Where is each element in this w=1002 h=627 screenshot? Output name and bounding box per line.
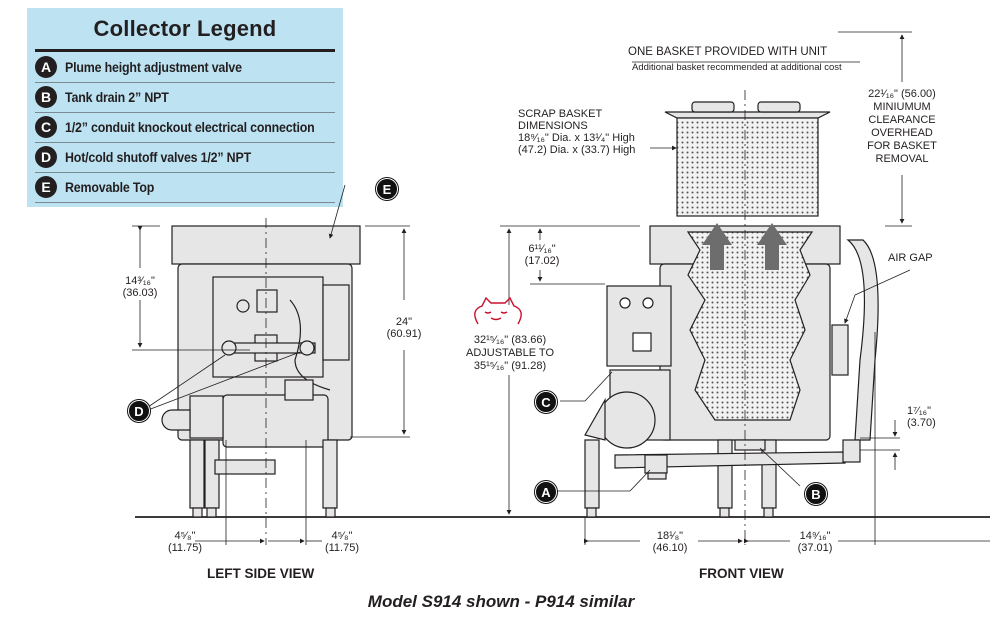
clearance-line-4: FOR BASKET [867, 140, 937, 152]
callout-a: A [535, 481, 557, 503]
callout-e: E [376, 178, 398, 200]
legend-badge-e: E [35, 176, 57, 198]
left-side-view-label: LEFT SIDE VIEW [207, 566, 315, 581]
callout-d: D [128, 400, 150, 422]
left-offset-2-metric: (11.75) [324, 542, 360, 554]
basket-dims-title-2: DIMENSIONS [518, 120, 588, 132]
left-top-height-metric: (36.03) [122, 287, 158, 299]
legend-item-c: C 1/2” conduit knockout electrical connec… [35, 112, 335, 143]
front-height-line-1: 32¹⁵⁄₁₆" (83.66) [473, 334, 547, 346]
callout-c: C [535, 391, 557, 413]
legend-title: Collector Legend [93, 16, 277, 41]
left-top-height-imperial: 14³⁄₁₆" [125, 275, 155, 287]
legend-badge-b: B [35, 86, 57, 108]
legend-item-e: E Removable Top [35, 172, 335, 203]
drain-gap-imperial: 1⁷⁄₁₆" [907, 405, 931, 417]
front-top-metric: (17.02) [524, 255, 560, 267]
clearance-line-3: OVERHEAD [871, 127, 933, 139]
legend-item-a: A Plume height adjustment valve [35, 52, 335, 83]
left-offset-1-imperial: 4⁵⁄₈" [174, 530, 196, 542]
legend-text-d: Hot/cold shutoff valves 1/2” NPT [65, 149, 251, 165]
left-offset-2-imperial: 4⁵⁄₈" [331, 530, 353, 542]
front-width-right-imperial: 14⁹⁄₁₆" [799, 530, 831, 542]
basket-cutaway [686, 231, 814, 421]
basket-dims-metric: (47.2) Dia. x (33.7) High [518, 144, 636, 156]
legend-text-b: Tank drain 2” NPT [65, 89, 169, 105]
legend-divider [35, 49, 335, 52]
legend-badge-c: C [35, 116, 57, 138]
lift-arrow-right [757, 223, 787, 270]
scrap-basket [664, 101, 831, 217]
left-total-height-imperial: 24" [395, 316, 413, 328]
legend-text-c: 1/2” conduit knockout electrical connect… [65, 119, 315, 135]
left-side-machine [161, 225, 361, 518]
front-view-label: FRONT VIEW [699, 566, 784, 581]
clearance-line-5: REMOVAL [875, 153, 929, 165]
collector-legend: Collector Legend A Plume height adjustmen… [27, 8, 343, 207]
legend-item-d: D Hot/cold shutoff valves 1/2” NPT [35, 142, 335, 173]
basket-dims-title-1: SCRAP BASKET [518, 108, 603, 120]
drain-gap-metric: (3.70) [907, 417, 936, 429]
basket-dims-imperial: 18⁹⁄₁₆" Dia. x 13¹⁄₄" High [518, 132, 635, 144]
front-height-line-2: ADJUSTABLE TO [465, 347, 555, 359]
lift-arrow-left [702, 223, 732, 270]
clearance-value: 22¹⁄₁₆" (56.00) [868, 88, 936, 100]
legend-badge-a: A [35, 56, 57, 78]
front-height-line-3: 35¹⁵⁄₁₆" (91.28) [473, 360, 547, 372]
basket-subheading: Additional basket recommended at additio… [632, 62, 842, 73]
legend-text-e: Removable Top [65, 179, 155, 195]
legend-text-a: Plume height adjustment valve [65, 59, 242, 75]
clearance-line-2: CLEARANCE [868, 114, 936, 126]
front-width-left-metric: (46.10) [652, 542, 688, 554]
basket-heading: ONE BASKET PROVIDED WITH UNIT [628, 46, 828, 58]
front-width-right-metric: (37.01) [797, 542, 833, 554]
model-caption: Model S914 shown - P914 similar [367, 592, 635, 611]
legend-badge-d: D [35, 146, 57, 168]
left-total-height-metric: (60.91) [386, 328, 422, 340]
front-top-imperial: 6¹¹⁄₁₆" [528, 243, 556, 255]
front-width-left-imperial: 18¹⁄₈" [656, 530, 684, 542]
legend-item-b: B Tank drain 2” NPT [35, 82, 335, 113]
mascot-cat-icon [474, 296, 522, 325]
left-offset-1-metric: (11.75) [167, 542, 203, 554]
clearance-line-1: MINIUMUM [873, 101, 931, 113]
callout-b: B [805, 483, 827, 505]
air-gap-label: AIR GAP [888, 252, 933, 264]
